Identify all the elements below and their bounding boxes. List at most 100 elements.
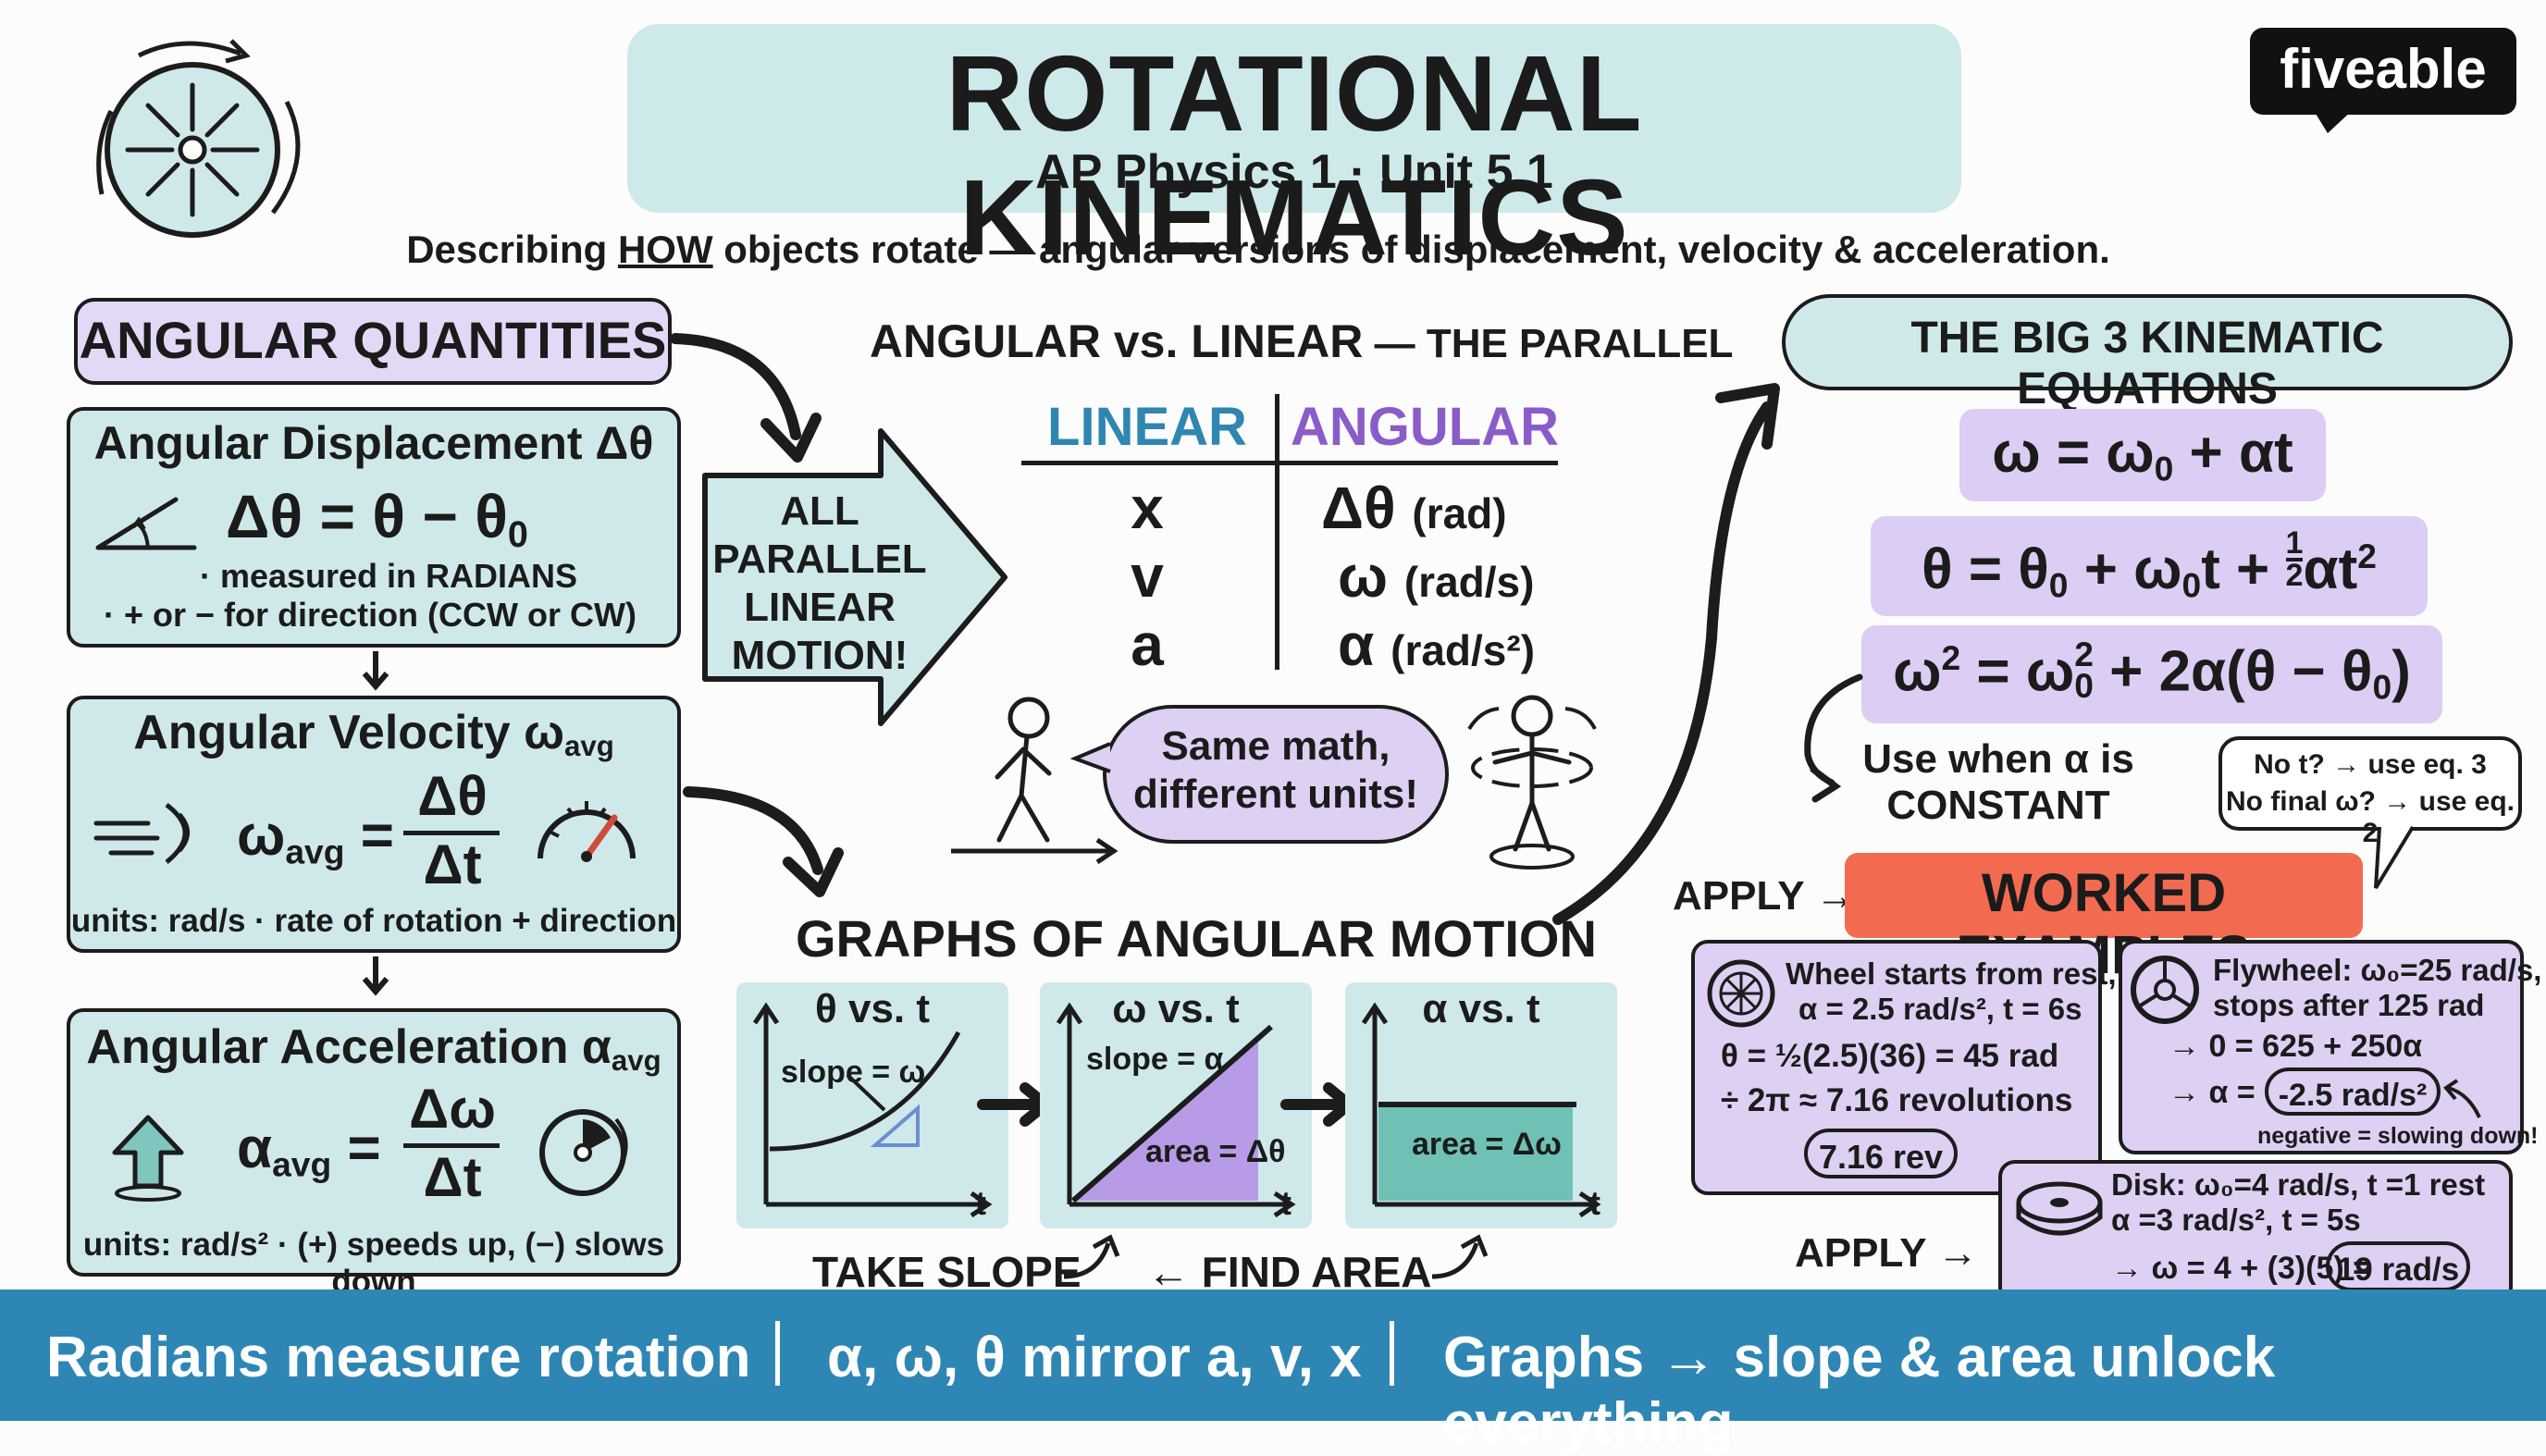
example-2-card <box>2119 940 2524 1154</box>
footer-divider-1 <box>775 1321 780 1386</box>
g2-axis-t: t <box>1280 1184 1292 1222</box>
ex2-line-4: → α = <box>2169 1075 2256 1110</box>
footer-part-3: Graphs → slope & area unlock everything <box>1443 1326 2276 1455</box>
fiveable-logo <box>2250 28 2516 115</box>
down-arrow-2 <box>362 956 389 996</box>
ex1-line-4: ÷ 2π ≈ 7.16 revolutions <box>1721 1082 2073 1118</box>
quantities-heading-box <box>74 298 672 385</box>
hint-bubble-tail <box>2374 825 2415 890</box>
page-title: ROTATIONAL KINEMATICS <box>945 33 1643 278</box>
constant-note-2: CONSTANT <box>1886 783 2110 828</box>
constant-note-arrow <box>1804 673 1863 803</box>
logo-tail <box>2313 109 2354 133</box>
motion-lines-icon <box>93 803 190 864</box>
acceleration-numerator: Δω <box>409 1078 496 1140</box>
displacement-card <box>67 407 681 648</box>
disk-icon <box>2016 1181 2103 1236</box>
ex3-answer: 19 rad/s <box>2326 1241 2470 1291</box>
g3-area-label: area = Δω <box>1412 1127 1562 1162</box>
footer-part-2: α, ω, θ mirror a, v, x <box>827 1326 1362 1389</box>
displacement-formula: Δθ = θ − θ0 <box>226 482 528 555</box>
ex1-line-1: Wheel starts from rest, <box>1786 956 2117 991</box>
parallel-arrow-shape <box>702 428 1007 726</box>
displacement-note-1: · measured in RADIANS <box>199 557 578 595</box>
acceleration-fraction-bar <box>403 1143 500 1148</box>
acceleration-title: Angular Acceleration αavg <box>86 1020 661 1077</box>
acceleration-units: units: rad/s² · (+) speeds up, (−) slows… <box>82 1227 665 1300</box>
graph-theta-drawing <box>752 1002 993 1218</box>
graph-theta-vs-t <box>736 982 1008 1228</box>
example-3-card <box>1998 1160 2513 1304</box>
parallel-heading: ANGULAR vs. LINEAR — THE PARALLEL <box>870 315 1734 367</box>
curved-arrow-to-graphs <box>683 786 844 897</box>
ex2-line-2: stops after 125 rad <box>2213 988 2485 1022</box>
hint-line-2: No final ω? → use eq. 2 <box>2225 786 2515 848</box>
bubble-line-2: different units! <box>1133 771 1418 817</box>
ex3-line-1: Disk: ω₀=4 rad/s, t =1 rest <box>2111 1167 2486 1202</box>
title-banner <box>627 24 1961 213</box>
velocity-numerator: Δθ <box>417 765 488 827</box>
ex2-line-3: → 0 = 625 + 250α <box>2169 1029 2423 1064</box>
g2-area-label: area = Δθ <box>1145 1134 1286 1169</box>
take-slope-label: TAKE SLOPE <box>812 1248 1081 1296</box>
graphs-heading: GRAPHS OF ANGULAR MOTION <box>796 909 1597 968</box>
logo-text: fiveable <box>2280 38 2487 100</box>
constant-note-1: Use when α is <box>1862 736 2134 782</box>
page-subtitle: AP Physics 1 · Unit 5.1 <box>1035 145 1553 199</box>
angle-icon <box>95 497 197 550</box>
ex2-note-arrow <box>2443 1079 2481 1118</box>
velocity-lhs: ωavg = <box>237 804 394 871</box>
find-area-label: ← FIND AREA <box>1147 1248 1432 1296</box>
up-arrow-icon <box>112 1115 184 1202</box>
ex2-answer: -2.5 rad/s² <box>2265 1067 2441 1116</box>
spinning-figure-icon <box>1467 695 1597 870</box>
tagline-how: HOW <box>617 228 713 271</box>
row3-angular: α (rad/s²) <box>1338 611 1536 678</box>
curved-arrow-to-equations <box>1552 383 1780 925</box>
velocity-title: Angular Velocity ωavg <box>133 706 614 762</box>
quantities-heading: ANGULAR QUANTITIES <box>79 311 667 369</box>
speech-bubble-tail <box>1069 742 1111 773</box>
displacement-note-2: · + or − for direction (CCW or CW) <box>104 596 636 634</box>
callout-line-3: LINEAR <box>744 585 896 630</box>
wheel-icon <box>1707 959 1775 1028</box>
g1-title: θ vs. t <box>814 986 931 1031</box>
displacement-title: Angular Displacement Δθ <box>93 417 654 469</box>
velocity-units: units: rad/s · rate of rotation + direct… <box>70 903 677 939</box>
ex3-line-2: α =3 rad/s², t = 5s <box>2111 1203 2361 1237</box>
g1-axis-t: t <box>975 1184 986 1222</box>
down-arrow-1 <box>362 651 389 691</box>
row2-angular: ω (rad/s) <box>1338 543 1535 610</box>
spinning-wheel-icon <box>96 39 301 238</box>
equations-heading-cloud <box>1782 294 2513 390</box>
walking-figure-icon <box>951 697 1119 865</box>
ex2-note: negative = slowing down! <box>2257 1123 2539 1149</box>
table-horizontal-rule <box>1021 461 1558 465</box>
ex1-line-2: α = 2.5 rad/s², t = 6s <box>1798 992 2083 1026</box>
equation-1: ω = ω0 + αt <box>1959 409 2326 501</box>
col-linear-header: LINEAR <box>1047 397 1247 457</box>
graph-alpha-drawing <box>1361 1002 1601 1218</box>
curved-arrow-to-callout <box>670 333 822 463</box>
acceleration-denominator: Δt <box>423 1146 482 1208</box>
velocity-card <box>67 696 681 953</box>
g2-slope-label: slope = α <box>1086 1042 1224 1077</box>
ex1-answer: 7.16 rev <box>1804 1129 1958 1178</box>
equations-heading: THE BIG 3 KINEMATIC EQUATIONS <box>1910 314 2384 413</box>
hint-bubble <box>2218 736 2522 831</box>
flywheel-icon <box>2131 956 2199 1024</box>
speech-bubble <box>1103 705 1449 844</box>
footer-part-1: Radians measure rotation <box>46 1326 751 1389</box>
row3-linear: a <box>1131 611 1164 678</box>
callout-line-1: ALL <box>780 488 859 534</box>
apply-label: APPLY → <box>1673 873 1857 919</box>
take-slope-arrow <box>1063 1234 1120 1279</box>
ex1-line-3: θ = ½(2.5)(36) = 45 rad <box>1721 1038 2059 1074</box>
velocity-denominator: Δt <box>423 833 482 895</box>
row1-angular: Δθ (rad) <box>1321 475 1507 541</box>
row1-linear: x <box>1131 475 1164 541</box>
g3-axis-t: t <box>1589 1184 1601 1222</box>
bubble-line-1: Same math, <box>1161 723 1390 769</box>
